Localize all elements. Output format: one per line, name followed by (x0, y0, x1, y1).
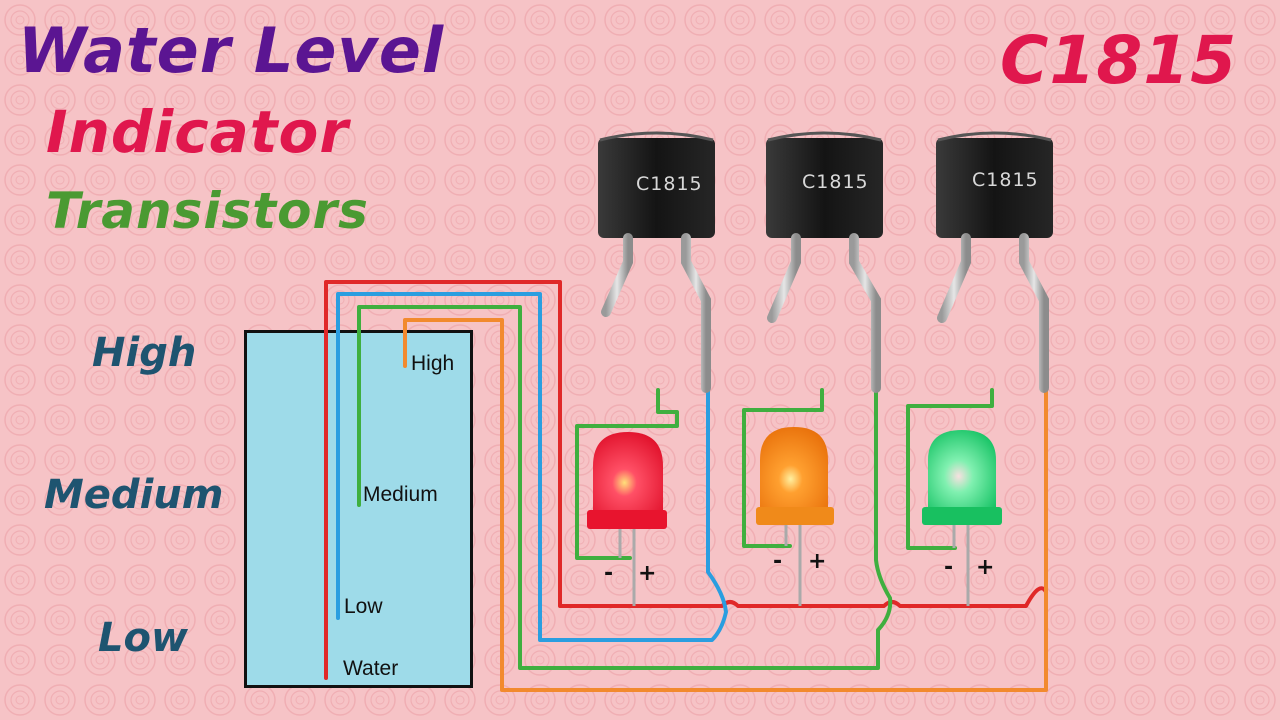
side-label-low: Low (98, 615, 188, 661)
title-line-indicator: Indicator (46, 98, 349, 166)
title-line-transistors: Transistors (46, 182, 369, 240)
led-red-plus: + (638, 561, 656, 586)
wire-blue-low (336, 292, 728, 642)
led-green-plus: + (976, 555, 994, 580)
probe-label-low: Low (344, 595, 383, 618)
wire-green-led2-cathode (742, 388, 824, 548)
wire-green-led3-cathode (906, 388, 994, 550)
probe-label-medium: Medium (363, 483, 438, 506)
probe-label-water: Water (343, 657, 399, 680)
brand-part-number: C1815 (1000, 22, 1238, 99)
led-orange-plus: + (808, 549, 826, 574)
wire-green-medium (357, 305, 893, 670)
led-red-minus: - (604, 561, 613, 586)
led-red: - + (587, 432, 667, 606)
wire-orange-high (403, 318, 1048, 692)
transistor-1-marking: C1815 (636, 173, 703, 195)
led-orange-minus: - (773, 549, 782, 574)
title-line-water-level: Water Level (18, 14, 445, 87)
transistor-2-marking: C1815 (802, 171, 869, 193)
wire-green-led1-cathode (575, 388, 679, 560)
side-label-medium: Medium (44, 472, 224, 518)
transistor-2: C1815 (766, 131, 883, 393)
led-orange: - + (756, 427, 834, 606)
led-green: - + (922, 430, 1002, 606)
transistor-1: C1815 (598, 131, 715, 393)
transistor-3: C1815 (936, 131, 1053, 393)
led-green-minus: - (944, 555, 953, 580)
side-label-high: High (92, 330, 197, 376)
transistor-3-marking: C1815 (972, 169, 1039, 191)
probe-label-high: High (411, 352, 455, 375)
